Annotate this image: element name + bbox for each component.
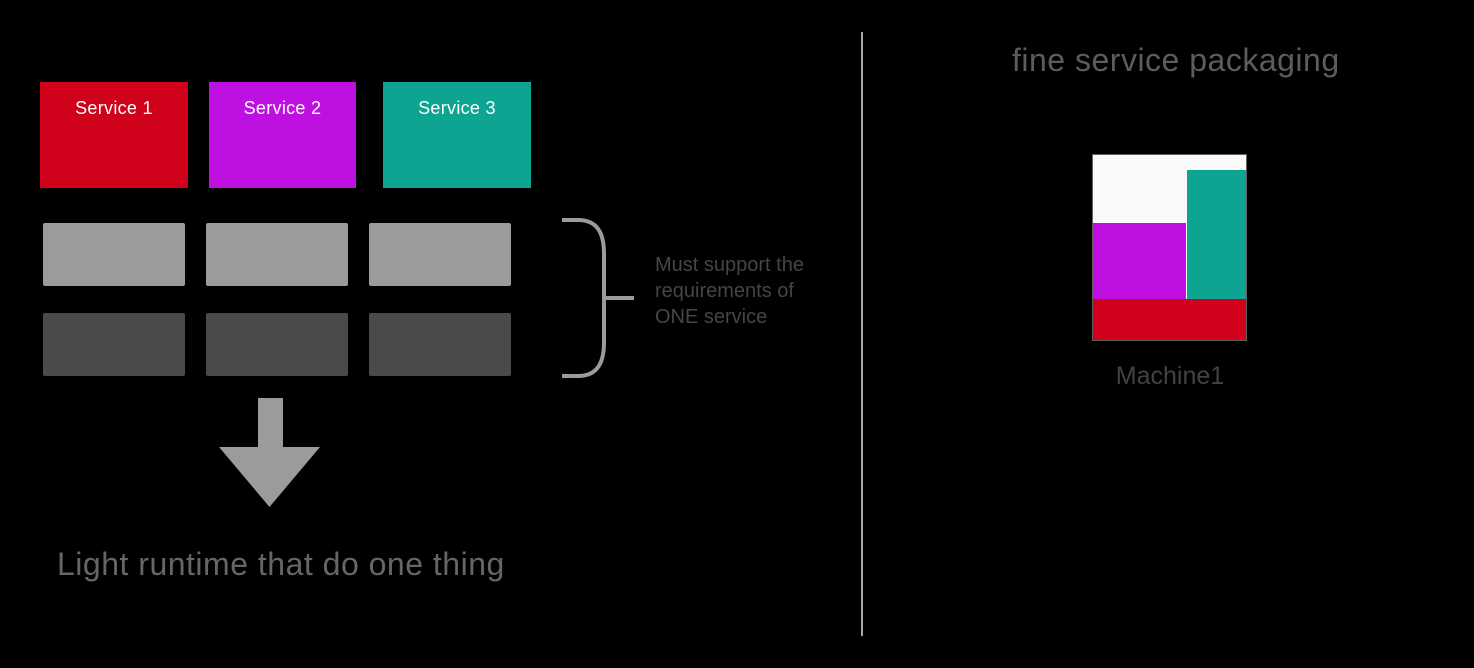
service-3-box: Service 3 <box>383 82 531 188</box>
down-arrow-icon <box>219 398 321 508</box>
right-panel-title: fine service packaging <box>1012 42 1340 78</box>
runtime-box-light-2 <box>206 223 348 286</box>
machine-label: Machine1 <box>1115 362 1225 390</box>
service-3-allocation-block <box>1187 170 1246 300</box>
panel-divider <box>861 32 863 636</box>
runtime-box-light-3 <box>369 223 511 286</box>
annotation-line-1: Must support the <box>655 254 804 276</box>
service-1-box: Service 1 <box>40 82 188 188</box>
left-caption: Light runtime that do one thing <box>57 546 505 582</box>
service-3-label: Service 3 <box>418 98 496 118</box>
brace-icon <box>556 216 640 380</box>
runtime-box-dark-2 <box>206 313 348 376</box>
annotation-line-2: requirements of <box>655 280 794 302</box>
runtime-box-light-1 <box>43 223 185 286</box>
service-1-allocation-block <box>1093 299 1246 340</box>
brace-annotation: Must support the requirements of ONE ser… <box>655 252 875 330</box>
service-1-label: Service 1 <box>75 98 153 118</box>
runtime-box-dark-3 <box>369 313 511 376</box>
annotation-line-3: ONE service <box>655 306 768 328</box>
service-2-box: Service 2 <box>209 82 356 188</box>
service-2-label: Service 2 <box>243 98 322 118</box>
machine-container <box>1092 154 1247 341</box>
runtime-box-dark-1 <box>43 313 185 376</box>
service-2-allocation-block <box>1093 223 1186 299</box>
